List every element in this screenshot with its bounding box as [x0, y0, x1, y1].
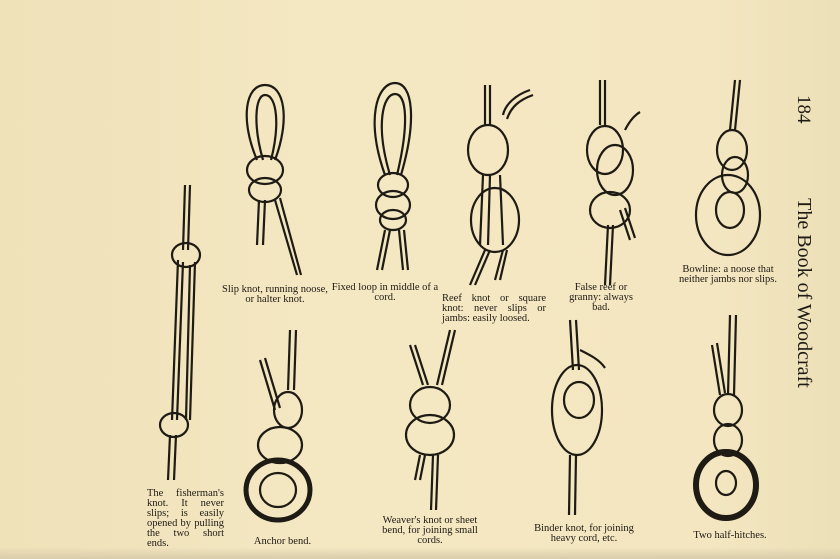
slip-knot-illustration [245, 83, 303, 276]
caption-anchor-bend: Anchor bend. [253, 536, 312, 547]
page-edge-shadow [0, 547, 840, 559]
running-title: The Book of Woodcraft [793, 198, 815, 388]
anchor-bend-illustration [243, 329, 313, 523]
binder-knot-illustration [550, 319, 606, 516]
reef-knot-illustration [466, 85, 534, 286]
granny-knot-illustration [585, 80, 641, 286]
caption-fishermans-knot: The fisherman's knot. It never slips; is… [147, 488, 224, 549]
caption-slip-knot: Slip knot, running noose, or halter knot… [222, 284, 328, 305]
weavers-knot-illustration [404, 329, 457, 511]
bowline-illustration [694, 79, 762, 257]
caption-bowline: Bowline: a noose that neither jambs nor … [679, 264, 777, 285]
fishermans-knot-illustration [158, 184, 202, 481]
caption-weavers-knot: Weaver's knot or sheet bend, for joining… [382, 515, 478, 546]
caption-granny-knot: False reef or granny: always bad. [569, 282, 633, 313]
page-number: 184 [793, 95, 814, 124]
caption-reef-knot: Reef knot or square knot: never slips or… [442, 293, 546, 324]
caption-two-half-hitches: Two half-hitches. [693, 530, 767, 541]
caption-binder-knot: Binder knot, for joining heavy cord, etc… [534, 523, 634, 544]
running-header: 184 The Book of Woodcraft [792, 95, 815, 455]
fixed-loop-illustration [373, 81, 413, 271]
two-half-hitches-illustration [693, 314, 759, 521]
caption-fixed-loop: Fixed loop in middle of a cord. [331, 282, 439, 303]
